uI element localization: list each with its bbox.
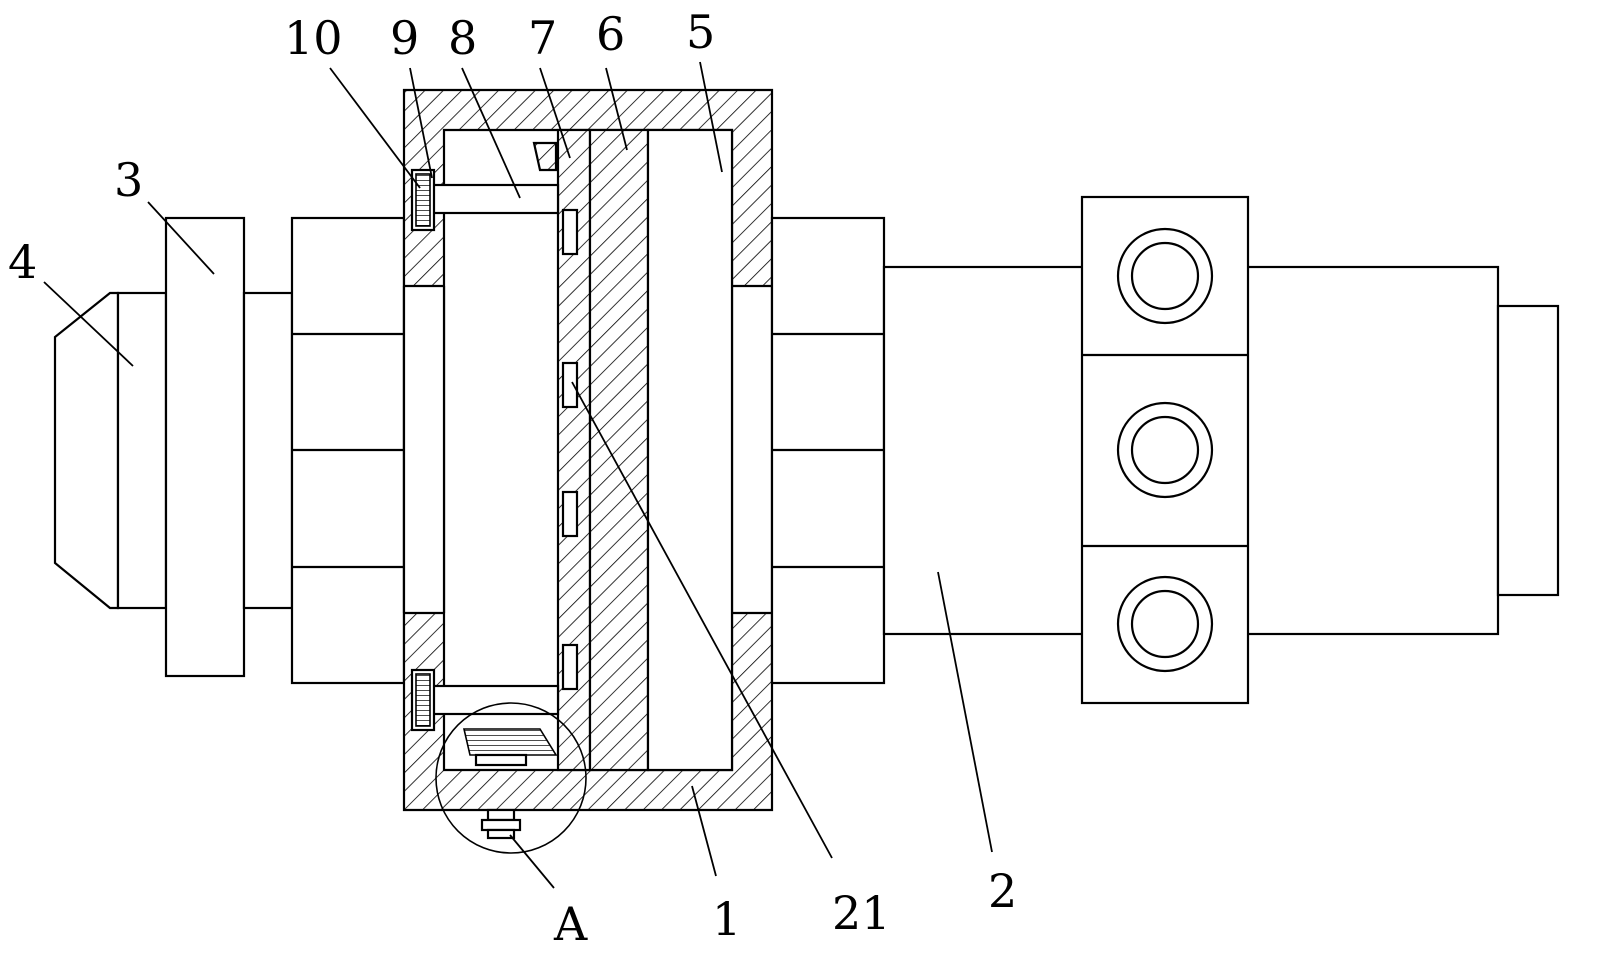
right-hex-nut — [770, 216, 886, 685]
part-21-slots — [561, 208, 579, 691]
top-wedge-block — [532, 141, 558, 172]
reference-labels: 10 9 8 7 6 5 3 4 2 21 1 A — [8, 5, 1017, 951]
label-6: 6 — [596, 7, 625, 61]
label-7: 7 — [528, 11, 557, 65]
label-2: 2 — [988, 864, 1017, 918]
label-21: 21 — [832, 886, 891, 940]
part-6-plate — [588, 128, 650, 772]
part-5-chamber — [646, 128, 734, 772]
label-3: 3 — [114, 153, 143, 207]
leader-lines — [43, 61, 993, 889]
terminal-block — [1080, 195, 1250, 705]
label-4: 4 — [8, 235, 37, 289]
detail-a-assembly — [435, 702, 587, 854]
rod-end-cap — [1496, 304, 1560, 597]
left-hex-nut — [290, 216, 406, 685]
part-4-tip — [53, 291, 168, 610]
label-A: A — [553, 897, 588, 951]
label-1: 1 — [712, 892, 741, 946]
part-3-flange — [164, 216, 294, 678]
upper-pin-assembly — [410, 168, 560, 232]
label-5: 5 — [686, 5, 715, 59]
label-9: 9 — [390, 11, 419, 65]
lower-pin-assembly — [410, 668, 560, 732]
label-8: 8 — [448, 11, 477, 65]
label-10: 10 — [284, 11, 343, 65]
part-1-housing — [402, 88, 774, 812]
